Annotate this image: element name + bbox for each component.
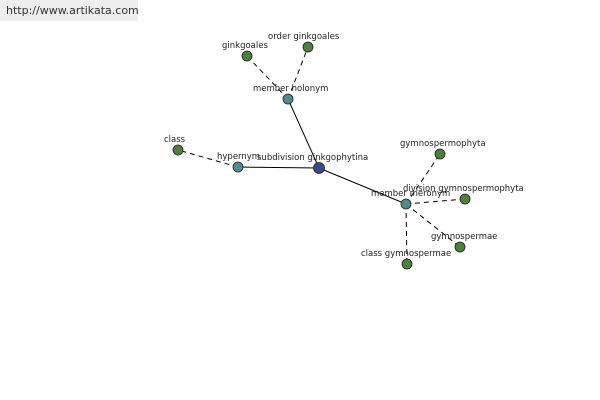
edge-member-meronym-gymnospermophyta <box>405 153 441 205</box>
node-label-center[interactable]: subdivision ginkgophytina <box>257 153 368 163</box>
node-division-gymnospermophyta[interactable] <box>459 193 471 205</box>
node-hypernym[interactable] <box>232 161 244 173</box>
edges-layer <box>177 46 466 265</box>
edge-member-meronym-division-gymnospermophyta <box>405 198 466 205</box>
node-class-gymnospermae[interactable] <box>401 258 413 270</box>
node-member-holonym[interactable] <box>282 93 294 105</box>
node-member-meronym[interactable] <box>400 198 412 210</box>
node-label-gymnospermophyta[interactable]: gymnospermophyta <box>400 139 486 149</box>
node-label-ginkgoales[interactable]: ginkgoales <box>222 41 268 51</box>
node-gymnospermophyta[interactable] <box>434 148 446 160</box>
nodes-layer <box>172 41 471 270</box>
edge-member-holonym-ginkgoales <box>246 55 289 100</box>
edge-member-meronym-gymnospermae <box>405 203 461 248</box>
edge-member-holonym-order-ginkgoales <box>287 46 309 100</box>
edge-center-hypernym <box>237 166 320 169</box>
node-label-gymnospermae[interactable]: gymnospermae <box>431 232 497 242</box>
edge-center-member-meronym <box>318 167 407 205</box>
node-ginkgoales[interactable] <box>241 50 253 62</box>
node-label-class-gymnospermae[interactable]: class gymnospermae <box>361 249 451 259</box>
node-class[interactable] <box>172 144 184 156</box>
node-label-order-ginkgoales[interactable]: order ginkgoales <box>268 32 340 42</box>
site-url-link[interactable]: http://www.artikata.com <box>0 0 139 21</box>
node-label-member-holonym[interactable]: member holonym <box>253 84 328 94</box>
node-label-hypernym[interactable]: hypernym <box>217 152 260 162</box>
edge-member-meronym-class-gymnospermae <box>405 203 408 265</box>
node-order-ginkgoales[interactable] <box>302 41 314 53</box>
node-label-division-gymnospermophyta[interactable]: division gymnospermophyta <box>403 184 524 194</box>
edge-center-member-holonym <box>287 98 320 169</box>
node-label-member-meronym[interactable]: member meronym <box>371 189 450 199</box>
node-gymnospermae[interactable] <box>454 241 466 253</box>
edge-hypernym-class <box>177 149 239 168</box>
node-label-class[interactable]: class <box>164 135 186 145</box>
node-center[interactable] <box>313 162 325 174</box>
